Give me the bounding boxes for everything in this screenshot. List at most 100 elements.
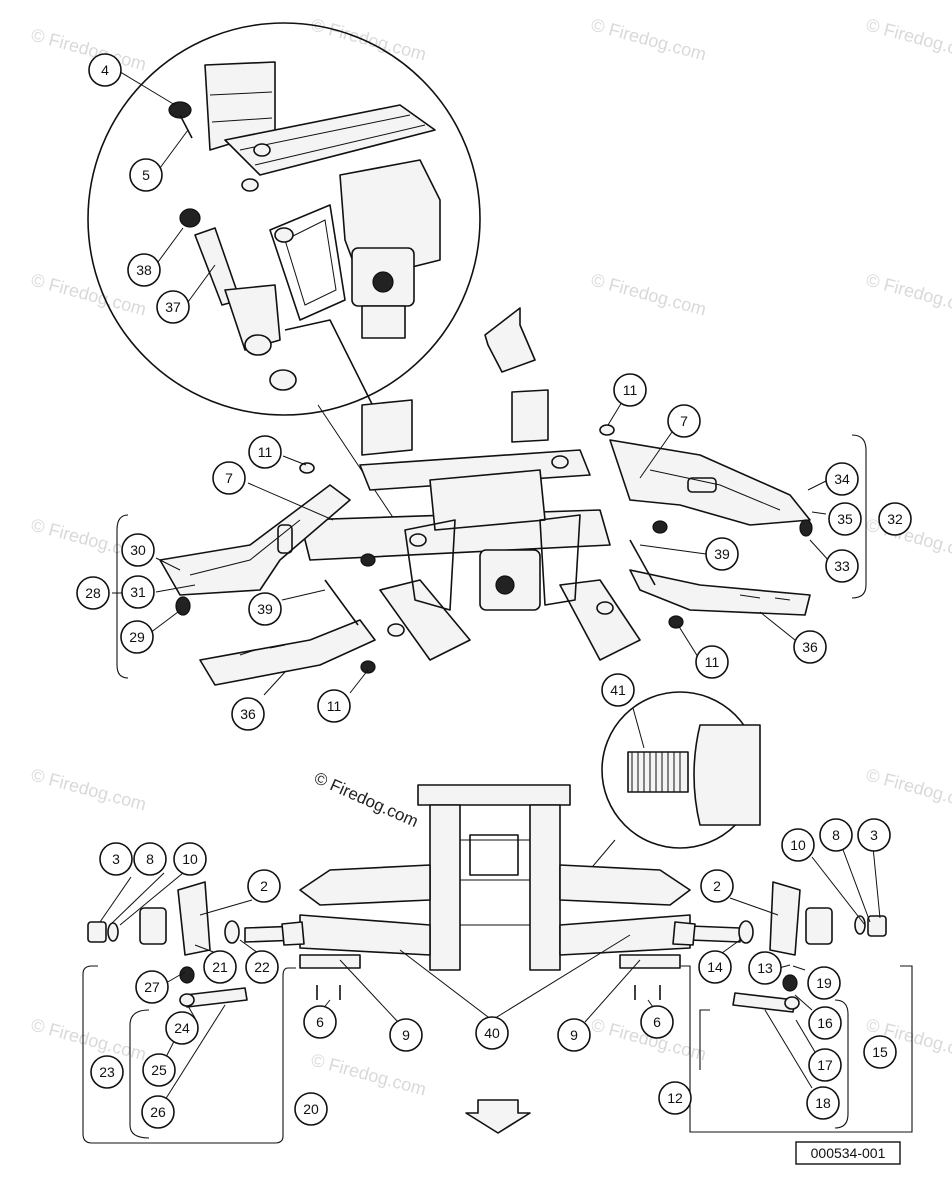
- callout-number: 12: [667, 1090, 683, 1106]
- callout-number: 31: [130, 584, 146, 600]
- callout-circle: [825, 549, 859, 583]
- callout-circle: [76, 576, 110, 610]
- callout-circle: [705, 537, 739, 571]
- callout-39: 39: [705, 537, 739, 571]
- callout-number: 9: [402, 1027, 410, 1043]
- callout-number: 8: [146, 851, 154, 867]
- callout-circle: [133, 842, 167, 876]
- callout-36: 36: [793, 630, 827, 664]
- forward-direction-arrow: [465, 1099, 531, 1134]
- callout-circle: [807, 966, 841, 1000]
- callout-7: 7: [667, 404, 701, 438]
- callout-26: 26: [141, 1095, 175, 1129]
- callout-11: 11: [613, 373, 647, 407]
- callout-12: 12: [658, 1081, 692, 1115]
- callout-circle: [863, 1035, 897, 1069]
- callout-9: 9: [557, 1018, 591, 1052]
- callout-number: 11: [258, 444, 273, 460]
- callout-number: 13: [757, 960, 773, 976]
- callout-2: 2: [247, 869, 281, 903]
- callout-2: 2: [700, 869, 734, 903]
- spline-detail-view: [565, 691, 761, 899]
- callout-circle: [121, 533, 155, 567]
- callout-number: 11: [705, 654, 720, 670]
- callout-20: 20: [294, 1092, 328, 1126]
- callout-38: 38: [127, 253, 161, 287]
- callout-18: 18: [806, 1086, 840, 1120]
- callout-circle: [698, 950, 732, 984]
- callout-4: 4: [88, 53, 122, 87]
- callout-30: 30: [121, 533, 155, 567]
- callout-number: 6: [653, 1014, 661, 1030]
- callout-40: 40: [475, 1016, 509, 1050]
- callout-number: 38: [136, 262, 152, 278]
- callout-circle: [828, 502, 862, 536]
- callout-number: 20: [303, 1101, 319, 1117]
- group-brackets: [82, 434, 913, 1144]
- callout-circle: [248, 435, 282, 469]
- callout-circle: [695, 645, 729, 679]
- callout-number: 30: [130, 542, 146, 558]
- watermark-text: © Firedog.com: [864, 270, 952, 320]
- bracket-28: [116, 514, 129, 679]
- callout-number: 2: [260, 878, 268, 894]
- callout-16: 16: [808, 1006, 842, 1040]
- callout-circle: [99, 842, 133, 876]
- callout-number: 3: [870, 827, 878, 843]
- callout-36: 36: [231, 697, 265, 731]
- watermark-text: © Firedog.com: [309, 15, 428, 65]
- callout-circle: [303, 1005, 337, 1039]
- watermark-text: © Firedog.com: [864, 765, 952, 815]
- callout-3: 3: [857, 818, 891, 852]
- callout-circle: [317, 689, 351, 723]
- callout-number: 15: [872, 1044, 888, 1060]
- forward-direction-arrow: [484, 307, 536, 373]
- watermark-text: © Firedog.com: [589, 15, 708, 65]
- callout-11: 11: [695, 645, 729, 679]
- callout-circle: [825, 462, 859, 496]
- callout-number: 40: [484, 1025, 500, 1041]
- callout-number: 17: [817, 1057, 833, 1073]
- callout-number: 37: [165, 299, 181, 315]
- figure-id-label: 000534-001: [811, 1145, 886, 1161]
- callout-circle: [247, 869, 281, 903]
- callout-7: 7: [212, 461, 246, 495]
- callout-number: 35: [837, 511, 853, 527]
- callout-33: 33: [825, 549, 859, 583]
- callout-circle: [120, 620, 154, 654]
- callout-circle: [203, 950, 237, 984]
- watermark-text: © Firedog.com: [309, 1050, 428, 1100]
- callout-23: 23: [90, 1055, 124, 1089]
- callout-9: 9: [389, 1018, 423, 1052]
- callout-41: 41: [601, 673, 635, 707]
- callout-number: 11: [623, 382, 638, 398]
- callout-10: 10: [781, 828, 815, 862]
- callout-number: 39: [257, 601, 273, 617]
- callout-number: 5: [142, 167, 150, 183]
- leader-lines: [99, 69, 881, 1101]
- callout-circle: [613, 373, 647, 407]
- callout-number: 21: [212, 959, 228, 975]
- callout-11: 11: [317, 689, 351, 723]
- callout-number: 7: [680, 413, 688, 429]
- callout-13: 13: [748, 951, 782, 985]
- callout-8: 8: [133, 842, 167, 876]
- callout-circle: [173, 842, 207, 876]
- watermark-text: © Firedog.com: [589, 270, 708, 320]
- callout-25: 25: [142, 1053, 176, 1087]
- callout-circle: [231, 697, 265, 731]
- detail-pointer-line: [317, 404, 397, 523]
- callout-35: 35: [828, 502, 862, 536]
- callout-14: 14: [698, 950, 732, 984]
- callout-number: 4: [101, 62, 109, 78]
- callout-number: 18: [815, 1095, 831, 1111]
- bracket-23: [129, 1009, 150, 1139]
- callout-number: 29: [129, 629, 145, 645]
- steering-detail-view: [87, 22, 481, 523]
- callout-number: 23: [99, 1064, 115, 1080]
- callout-circle: [294, 1092, 328, 1126]
- bracket-12-inner: [699, 1009, 710, 1070]
- callout-22: 22: [245, 950, 279, 984]
